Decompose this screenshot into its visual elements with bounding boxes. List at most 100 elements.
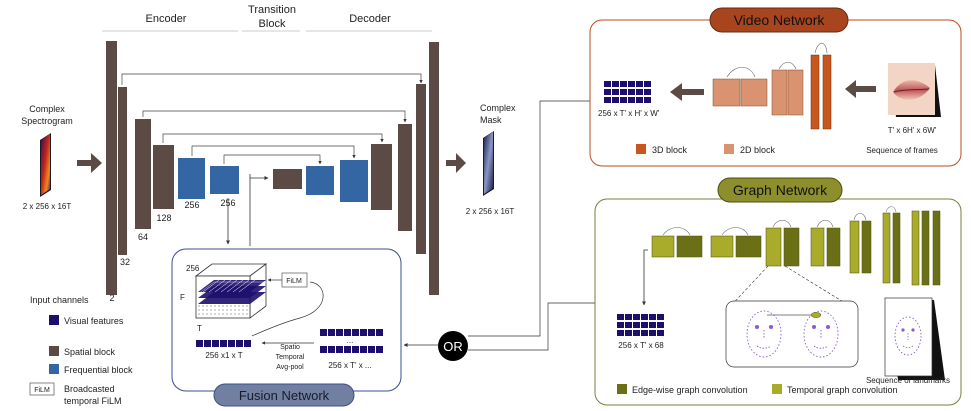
visual-vector-1xT bbox=[196, 340, 251, 347]
lips-frame-image bbox=[888, 63, 941, 117]
visual-grid-tprime bbox=[320, 329, 383, 353]
legend-landmarks: Sequence of landmarks bbox=[866, 376, 950, 385]
cube-label-T: T bbox=[197, 324, 202, 333]
graph-res-arcs bbox=[662, 206, 897, 236]
film-feedback-curve bbox=[251, 281, 324, 337]
legend-film-tag: FiLM bbox=[34, 387, 50, 394]
output-label-2: Mask bbox=[480, 115, 502, 125]
fusion-network: 256 F T FiLM 256 x1 x T Spatio Temporal … bbox=[171, 248, 402, 407]
dec-freq-block-1 bbox=[306, 166, 334, 195]
unet-section: Encoder Transition Block Decoder Complex… bbox=[21, 4, 516, 303]
graph-network: Graph Network 256 x T' x 68 bbox=[594, 177, 962, 406]
video-input-dims: T' x 6H' x 6W' bbox=[888, 126, 937, 135]
video-output-arrow bbox=[670, 83, 704, 101]
pool-label-3: Avg-pool bbox=[276, 364, 304, 371]
graph-output-dims: 256 x T' x 68 bbox=[618, 341, 664, 350]
cube-label-F: F bbox=[180, 293, 185, 302]
legend-edge-conv: Edge-wise graph convolution bbox=[632, 385, 748, 395]
skip-connection-3 bbox=[162, 133, 384, 143]
pool-label-2: Temporal bbox=[276, 354, 305, 361]
video-2d-block-2 bbox=[740, 78, 768, 107]
transition-spatial-block bbox=[273, 169, 302, 189]
graph-block-2 bbox=[676, 235, 703, 258]
channel-label-256a: 256 bbox=[184, 200, 199, 210]
legend-temporal-conv: Temporal graph convolution bbox=[787, 385, 898, 395]
skip-connection-1 bbox=[121, 73, 423, 85]
legend-spatial-swatch bbox=[49, 346, 59, 356]
channel-label-32: 32 bbox=[120, 257, 130, 267]
enc-spatial-block-4 bbox=[153, 145, 174, 209]
graph-output-arrow bbox=[642, 249, 648, 306]
graph-title: Graph Network bbox=[733, 182, 828, 198]
legend-film-line2: temporal FiLM bbox=[64, 396, 122, 406]
graph-to-or-line bbox=[468, 302, 598, 351]
skip-connection-4 bbox=[191, 145, 356, 159]
channel-label-2: 2 bbox=[109, 293, 114, 303]
video-2d-block-4 bbox=[787, 69, 804, 116]
graph-block-13 bbox=[911, 210, 920, 286]
graph-block-11 bbox=[882, 212, 891, 284]
fusion-title-pill bbox=[213, 383, 355, 407]
video-to-or-line bbox=[468, 100, 598, 337]
graph-block-12 bbox=[892, 212, 901, 284]
graph-block-15 bbox=[932, 210, 941, 286]
fusion-dims-tprime: 256 x T' x ... bbox=[328, 361, 371, 370]
complex-mask-image bbox=[483, 131, 494, 196]
fusion-film-label: FiLM bbox=[286, 278, 302, 285]
graph-title-pill bbox=[717, 177, 843, 203]
input-label-2: Spectrogram bbox=[21, 116, 73, 126]
legend-frames: Sequence of frames bbox=[866, 146, 938, 155]
or-connector: OR bbox=[403, 100, 598, 361]
graph-block-1 bbox=[651, 235, 675, 258]
legend-freq-swatch bbox=[49, 364, 59, 374]
pool-label-1: Spatio bbox=[280, 344, 300, 351]
decoder-label: Decoder bbox=[349, 13, 391, 25]
fusion-dims-t: 256 x1 x T bbox=[205, 351, 242, 360]
legend-frequential-block: Frequential block bbox=[64, 365, 133, 375]
output-label-1: Complex bbox=[480, 103, 516, 113]
enc-spatial-block-3 bbox=[135, 119, 151, 229]
spectrogram-image bbox=[40, 133, 51, 197]
graph-block-3 bbox=[710, 235, 734, 258]
skip-connection-5 bbox=[223, 154, 322, 165]
video-output-dims: 256 x T' x H' x W' bbox=[598, 109, 660, 118]
legend-input-channels: Input channels bbox=[30, 295, 89, 305]
video-res-arcs bbox=[726, 42, 828, 78]
enc-freq-block-1 bbox=[178, 158, 205, 199]
skip-connection-2 bbox=[142, 110, 407, 123]
legend-temporal-swatch bbox=[772, 384, 782, 394]
or-node bbox=[438, 331, 468, 361]
input-arrow bbox=[77, 153, 102, 173]
legend-3d-swatch bbox=[636, 144, 646, 154]
legend-edge-swatch bbox=[617, 384, 627, 394]
dec-freq-block-2 bbox=[340, 160, 368, 202]
transition-label-1: Transition bbox=[248, 4, 296, 16]
video-title-pill bbox=[709, 7, 849, 33]
legend-visual-swatch bbox=[49, 315, 59, 325]
graph-block-9 bbox=[849, 220, 860, 274]
channel-label-128: 128 bbox=[156, 213, 171, 223]
output-arrow bbox=[446, 153, 466, 173]
enc-spatial-block-2 bbox=[118, 87, 127, 255]
enc-to-transition-arrow bbox=[249, 174, 268, 182]
graph-output-grid bbox=[617, 314, 664, 336]
graph-block-7 bbox=[810, 227, 825, 267]
legend-spatial-block: Spatial block bbox=[64, 347, 116, 357]
enc-freq-block-2 bbox=[210, 166, 239, 194]
fusion-title: Fusion Network bbox=[239, 388, 330, 403]
legend-2d-swatch bbox=[724, 144, 734, 154]
input-dims: 2 x 256 x 16T bbox=[23, 202, 72, 211]
legend-film-line1: Broadcasted bbox=[64, 384, 115, 394]
video-title: Video Network bbox=[734, 12, 826, 28]
dec-spatial-block-3 bbox=[416, 84, 426, 254]
cube-label-256: 256 bbox=[186, 264, 200, 273]
landmark-sequence-image bbox=[884, 297, 945, 380]
legend-film-box bbox=[29, 382, 55, 396]
video-input-arrow bbox=[845, 80, 876, 98]
transition-label-2: Block bbox=[259, 18, 286, 30]
grid-ellipsis: ... bbox=[347, 336, 354, 345]
dec-spatial-block-1 bbox=[371, 144, 392, 210]
legend-2d-block: 2D block bbox=[740, 145, 776, 155]
legend: Input channels Visual features Spatial b… bbox=[29, 295, 133, 406]
